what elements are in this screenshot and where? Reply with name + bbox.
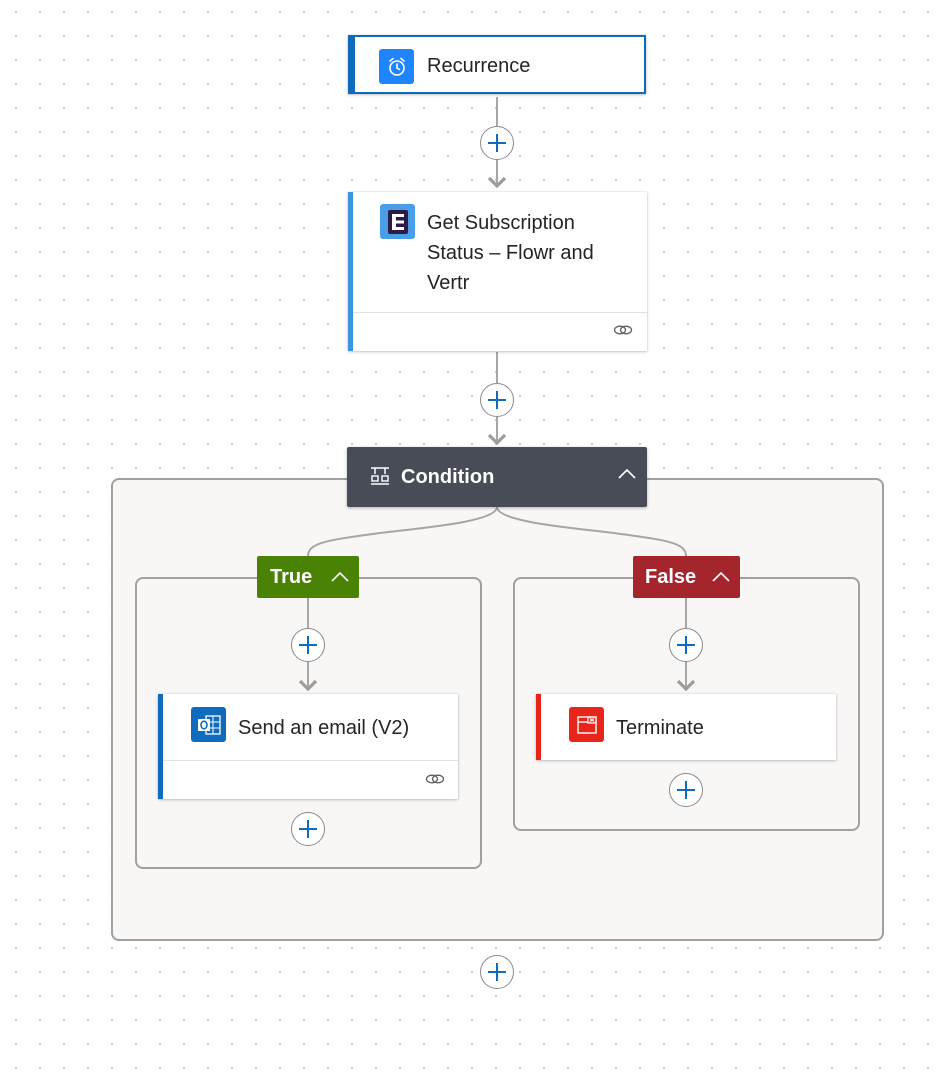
plus-icon: [488, 963, 506, 981]
terminate-icon: [569, 707, 604, 742]
add-step-button[interactable]: [480, 126, 514, 160]
recurrence-trigger-card[interactable]: Recurrence: [348, 35, 646, 94]
title-line: Status – Flowr and: [427, 242, 594, 264]
trigger-title: Recurrence: [427, 55, 531, 77]
false-branch-label: False: [645, 566, 697, 588]
card-accent: [158, 694, 163, 799]
custom-connector-icon: [380, 204, 415, 239]
condition-title: Condition: [401, 466, 495, 488]
send-email-card[interactable]: Send an email (V2): [158, 694, 458, 799]
plus-icon: [488, 134, 506, 152]
action-title: Get Subscription Status – Flowr and Vert…: [427, 208, 594, 298]
true-branch-label: True: [270, 566, 313, 588]
card-accent: [348, 192, 353, 351]
action-title: Send an email (V2): [238, 717, 410, 739]
plus-icon: [299, 636, 317, 654]
action-title: Terminate: [616, 717, 704, 739]
link-icon: [425, 771, 445, 792]
chevron-up-icon[interactable]: [617, 467, 637, 486]
chevron-up-icon[interactable]: [711, 570, 731, 589]
condition-icon: [369, 465, 391, 492]
add-step-button[interactable]: [669, 773, 703, 807]
card-divider: [353, 312, 647, 313]
link-icon: [613, 322, 633, 343]
title-line: Get Subscription: [427, 212, 575, 234]
plus-icon: [488, 391, 506, 409]
add-step-button[interactable]: [480, 955, 514, 989]
plus-icon: [677, 636, 695, 654]
chevron-up-icon[interactable]: [330, 570, 350, 589]
plus-icon: [677, 781, 695, 799]
title-line: Vertr: [427, 272, 470, 294]
add-step-button[interactable]: [291, 812, 325, 846]
add-step-button[interactable]: [291, 628, 325, 662]
terminate-card[interactable]: Terminate: [536, 694, 836, 760]
true-branch-header[interactable]: True: [257, 556, 359, 598]
false-branch-header[interactable]: False: [633, 556, 740, 598]
card-divider: [163, 760, 458, 761]
add-step-button[interactable]: [669, 628, 703, 662]
plus-icon: [299, 820, 317, 838]
alarm-clock-icon: [379, 49, 414, 84]
get-subscription-status-card[interactable]: Get Subscription Status – Flowr and Vert…: [348, 192, 647, 351]
outlook-icon: [191, 707, 226, 742]
card-accent: [348, 37, 355, 92]
card-accent: [536, 694, 541, 760]
add-step-button[interactable]: [480, 383, 514, 417]
condition-header[interactable]: Condition: [347, 447, 647, 507]
